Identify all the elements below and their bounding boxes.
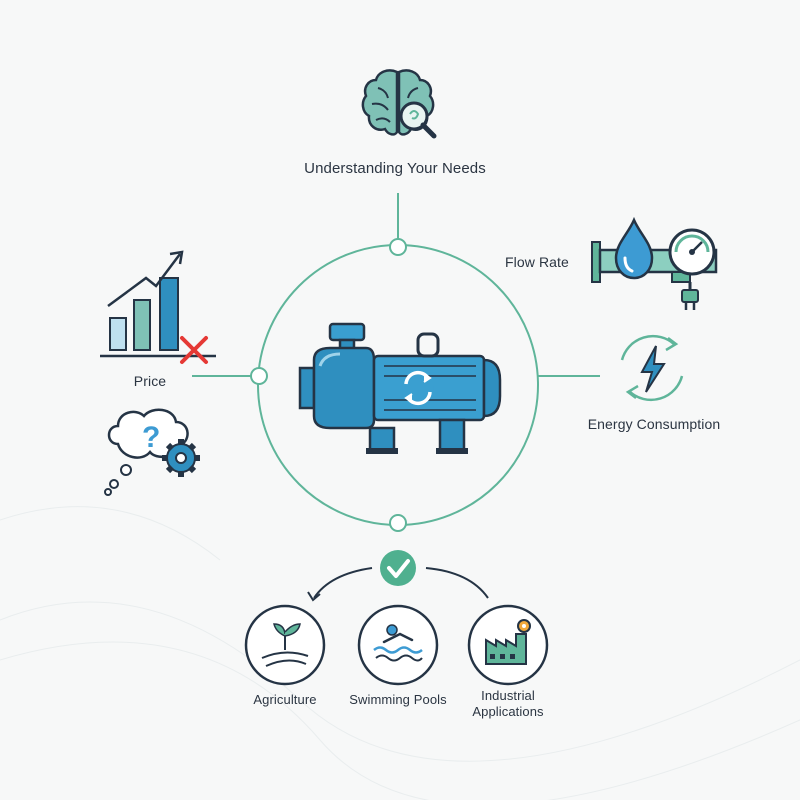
agriculture-badge — [244, 604, 326, 686]
industrial-badge — [467, 604, 549, 686]
node-bottom — [389, 514, 407, 532]
flow-rate-label: Flow Rate — [505, 254, 569, 270]
understanding-needs-label: Understanding Your Needs — [304, 160, 486, 177]
node-top — [389, 238, 407, 256]
gear-icon — [162, 439, 200, 477]
svg-text:?: ? — [142, 421, 160, 454]
bar-chart-icon — [100, 250, 216, 358]
swimming-pools-badge — [357, 604, 439, 686]
energy-cycle-icon — [620, 334, 684, 402]
node-left — [250, 367, 268, 385]
energy-consumption-label: Energy Consumption — [587, 416, 721, 432]
background-curves — [0, 506, 800, 800]
industrial-applications-label: Industrial Applications — [472, 688, 543, 720]
checkmark-icon — [380, 550, 416, 586]
industrial-label-line2: Applications — [472, 704, 544, 719]
water-drop-gauge-icon — [591, 216, 718, 283]
agriculture-label: Agriculture — [253, 692, 317, 707]
brain-magnifier-icon — [361, 69, 437, 139]
main-circle-group — [192, 193, 600, 532]
price-label: Price — [133, 373, 167, 389]
sprout-field-icon — [261, 623, 309, 667]
industrial-label-line1: Industrial — [481, 688, 535, 703]
pump-motor-icon — [298, 322, 502, 454]
branch-arc — [307, 567, 489, 602]
red-x-icon — [180, 336, 208, 364]
factory-gear-icon — [485, 619, 531, 665]
swimmer-icon — [373, 624, 423, 662]
plug-icon — [681, 282, 699, 310]
swimming-pools-label: Swimming Pools — [349, 692, 447, 707]
